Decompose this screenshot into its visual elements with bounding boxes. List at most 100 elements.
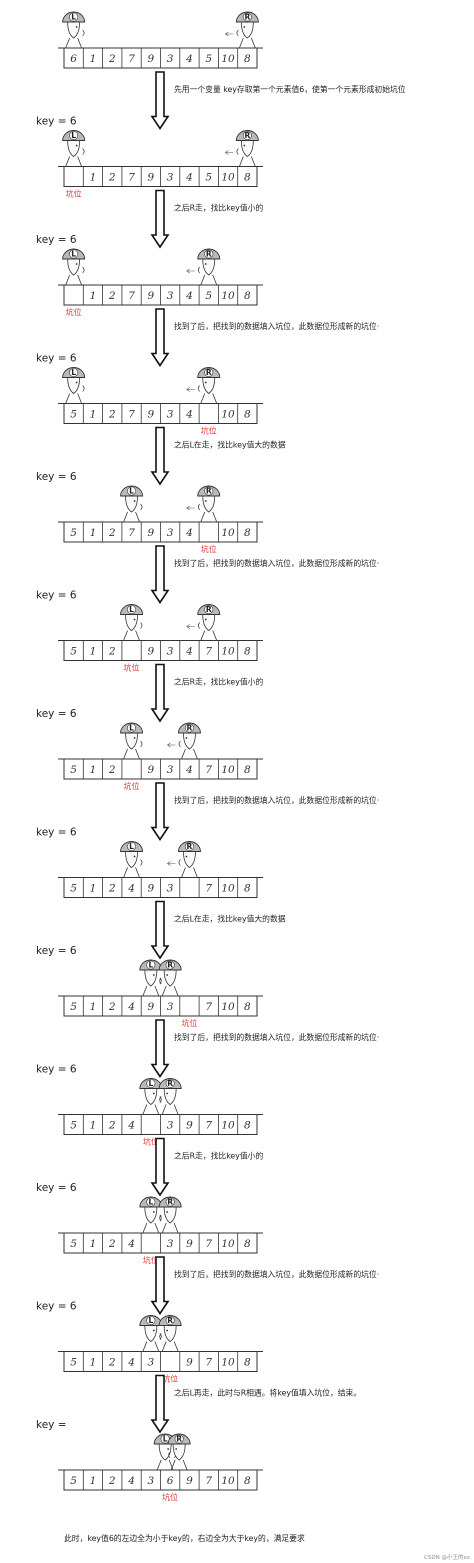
pointer-r-figure: R: [235, 11, 259, 49]
array-cell-value: 7: [205, 883, 212, 895]
figure-body: [123, 630, 140, 641]
array-cell-value: 4: [185, 764, 193, 776]
array-cell-value: 9: [148, 883, 155, 895]
figure-body: [142, 1104, 160, 1115]
figure-eye: [75, 26, 78, 28]
array-cell-value: 8: [244, 53, 251, 65]
array-cell-value: 7: [128, 172, 135, 184]
down-arrow-icon: [150, 1374, 170, 1434]
pointer-r-figure: R: [158, 1315, 182, 1352]
helmet-badge: [69, 131, 79, 141]
figure-eye: [133, 500, 136, 502]
down-arrow-icon: [150, 782, 170, 841]
pointer-l-figure: L: [62, 130, 86, 167]
step-note: 找到了后，把找到的数据填入坑位，此数据位形成新的坑位·: [174, 1269, 379, 1279]
figure-hand: [197, 266, 201, 274]
array-cell-value: 9: [148, 409, 155, 421]
array-cell-value: 8: [244, 1120, 251, 1132]
array-cell-value: 2: [108, 1475, 116, 1487]
array-cell-value: 7: [128, 527, 135, 539]
figure-face: [240, 140, 254, 157]
array-cell-value: 8: [244, 646, 251, 658]
array-cell-value: 4: [127, 883, 135, 895]
figure-body: [181, 867, 198, 878]
helmet-badge: [127, 723, 137, 733]
move-arrow-icon: [224, 31, 234, 37]
move-arrow-icon: [186, 268, 195, 274]
array-cell-value: 1: [90, 409, 97, 421]
pointer-l-figure: L: [139, 1315, 163, 1352]
figure-hand: [82, 266, 85, 274]
figure-body: [181, 748, 198, 760]
helmet-badge: [127, 486, 137, 496]
array-cell-value: 2: [108, 1120, 116, 1132]
array-cell-value: 2: [108, 1357, 116, 1369]
pointer-l-figure: L: [120, 485, 144, 523]
pointer-l-figure: L: [120, 604, 144, 641]
array-cell-value: 3: [167, 172, 174, 184]
array-cell-value: 10: [221, 1357, 235, 1369]
pointer-letter: R: [206, 487, 212, 496]
figure-eye: [185, 855, 188, 858]
key-label: key = 6: [36, 1182, 77, 1194]
figure-body: [142, 985, 160, 997]
array-cell-value: 8: [244, 883, 251, 895]
array-cell-value: 8: [244, 527, 251, 539]
figure-face: [125, 732, 138, 750]
array-cell-value: 8: [244, 1238, 251, 1250]
pointer-letter: L: [129, 842, 134, 851]
array-cell-value: 9: [186, 1475, 193, 1487]
key-label: key = 6: [36, 353, 77, 365]
figure-hand: [140, 740, 143, 748]
array-cell-value: 3: [167, 646, 174, 658]
pit-label: 坑位: [124, 781, 140, 791]
figure-face: [163, 1325, 177, 1342]
array-cell-value: 5: [205, 53, 212, 65]
figure-eye: [204, 618, 207, 621]
figure-body: [200, 274, 218, 286]
figure-eye: [75, 381, 78, 384]
pointer-letter: L: [148, 1198, 153, 1207]
figure-body: [123, 867, 140, 878]
figure-hand: [159, 1333, 162, 1340]
array-cell-value: 10: [221, 527, 235, 539]
array-cell-value: 2: [108, 883, 116, 895]
array-cell-value: 6: [70, 53, 77, 65]
helmet-badge: [127, 604, 137, 614]
key-label: key = 6: [36, 945, 77, 957]
pointer-letter: R: [167, 1198, 173, 1207]
figure-body: [142, 1222, 160, 1234]
pointer-letter: L: [129, 724, 134, 733]
figure-eye: [166, 974, 169, 976]
array-cell-value: 10: [221, 646, 235, 658]
array-cell-value: 4: [185, 53, 193, 65]
array-cell-value: 7: [205, 646, 212, 658]
pointer-r-figure: R: [158, 1078, 182, 1115]
figure-hand: [82, 29, 85, 37]
array-cell-value: 1: [90, 527, 97, 539]
figure-eye: [152, 1092, 155, 1095]
helmet-badge: [204, 604, 214, 614]
down-arrow-icon: [150, 545, 170, 604]
helmet-badge: [69, 367, 79, 377]
array-cell-value: 3: [167, 527, 174, 539]
helmet-badge: [204, 486, 214, 496]
array-cell-value: 5: [70, 1238, 77, 1250]
figure-body: [238, 37, 256, 49]
down-arrow-icon: [150, 1019, 170, 1078]
pointer-l-figure: L: [62, 11, 86, 49]
figure-body: [200, 393, 218, 404]
array-cell-value: 9: [148, 290, 155, 302]
key-label: key = 6: [36, 1064, 77, 1076]
array-cell-value: 1: [90, 764, 97, 776]
move-arrow-icon: [186, 387, 195, 392]
array-cell-value: 2: [108, 527, 116, 539]
final-note: 此时，key值6的左边全为小于key的，右边全为大于key的，满足要求: [64, 1533, 305, 1543]
pointer-letter: R: [187, 724, 193, 733]
pointer-l-figure: L: [139, 1196, 163, 1234]
array-cell-value: 3: [167, 764, 174, 776]
pointer-r-figure: R: [158, 959, 182, 997]
array-cell-value: 10: [221, 172, 235, 184]
figure-eye: [166, 1329, 169, 1332]
